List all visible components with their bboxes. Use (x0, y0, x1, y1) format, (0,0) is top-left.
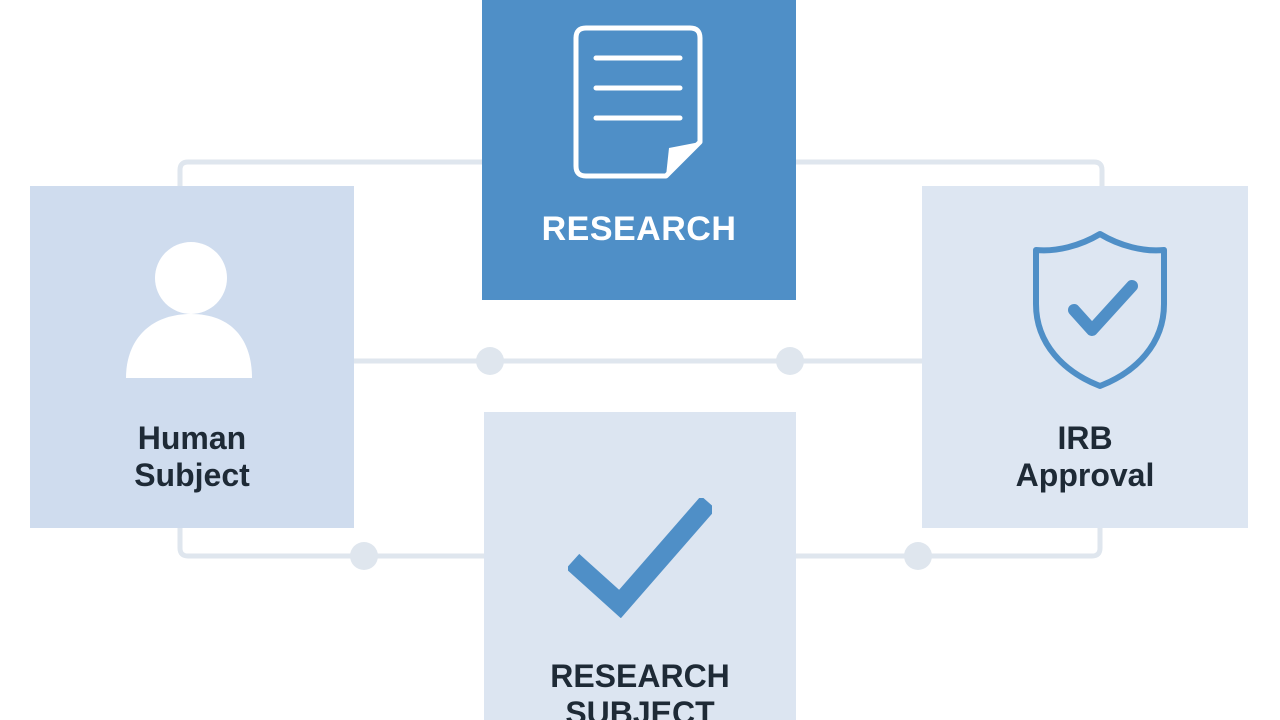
research-subject-node: RESEARCH SUBJECT (484, 412, 796, 720)
irb-approval-node: IRB Approval (922, 186, 1248, 528)
bottom-left-connector (177, 525, 487, 559)
checkmark-icon (568, 498, 712, 618)
shield-check-icon (1033, 231, 1167, 389)
research-label: RESEARCH (541, 210, 737, 248)
irb-approval-label-line2: Approval (1015, 457, 1155, 493)
human-subject-label-line1: Human (137, 420, 247, 456)
junction-dot (476, 347, 504, 375)
top-right-connector (793, 159, 1105, 189)
junction-dot (776, 347, 804, 375)
research-subject-label-line2: SUBJECT (565, 695, 715, 720)
research-subject-label-line1: RESEARCH (550, 658, 730, 694)
irb-approval-label-line1: IRB (1057, 420, 1113, 456)
human-subject-node: Human Subject (30, 186, 354, 528)
document-icon (573, 25, 703, 179)
person-icon (126, 242, 252, 378)
top-left-connector (177, 159, 485, 189)
junction-dot (350, 542, 378, 570)
junction-dot (904, 542, 932, 570)
research-node: RESEARCH (482, 0, 796, 300)
bottom-right-connector (793, 525, 1103, 559)
human-subject-label-line2: Subject (134, 457, 250, 493)
